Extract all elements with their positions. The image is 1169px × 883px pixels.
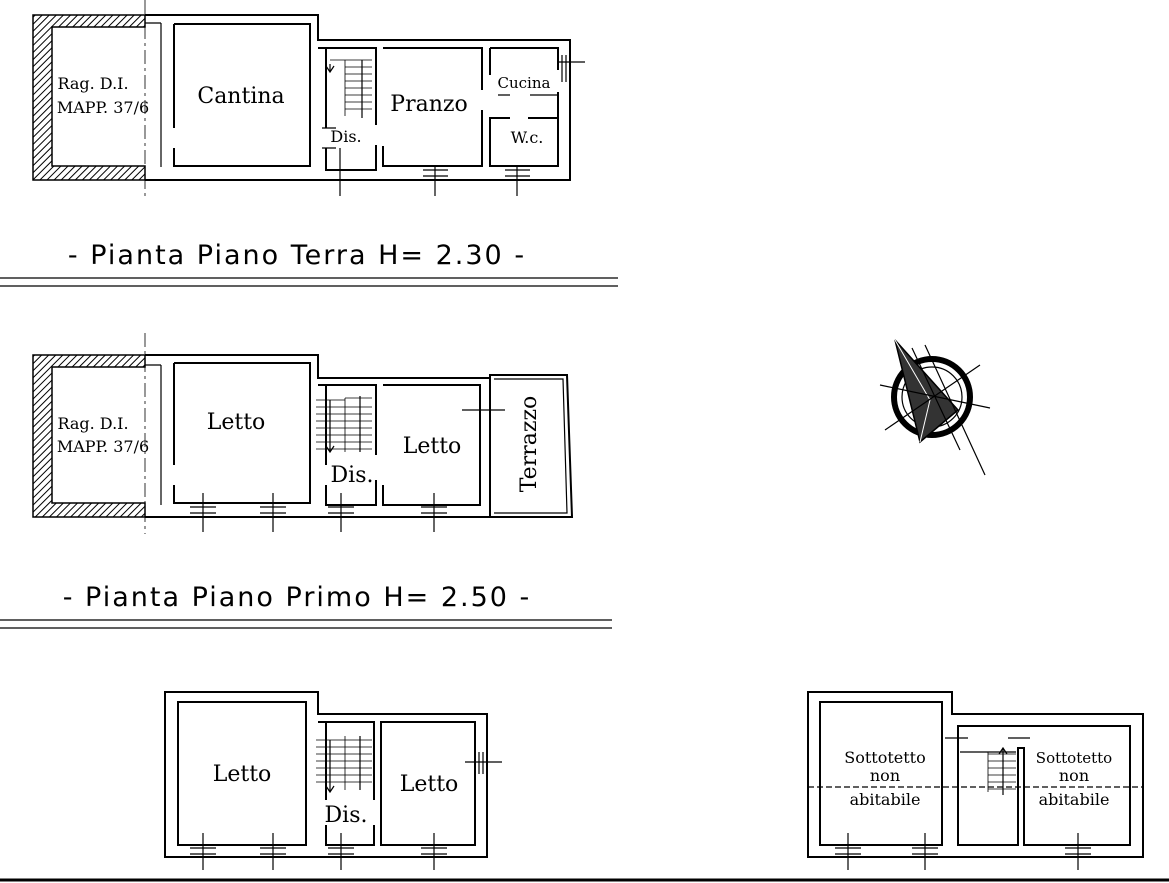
attic-left-label-line3: abitabile [850,790,921,809]
caption-underline [0,277,618,287]
outer-wall [145,14,571,181]
caption-underline [0,619,612,629]
room-label-dis: Dis. [331,463,374,488]
room-label-dis: Dis. [330,127,361,146]
attic-right-label-line3: abitabile [1039,790,1110,809]
rag-label-line1: Rag. D.I. [57,74,128,93]
attic-right-label-line2: non [1059,766,1089,785]
room-label-pranzo: Pranzo [390,92,467,117]
staircase [987,746,1016,795]
ground-floor-plan: Rag. D.I. MAPP. 37/6 Cantina Dis. Pranzo… [0,0,618,287]
north-arrow-compass [879,339,991,476]
room-label-cucina: Cucina [498,74,551,92]
first-floor-plan: Rag. D.I. MAPP. 37/6 Letto Dis. Letto Te… [0,333,612,629]
room-label-terrazzo: Terrazzo [517,396,542,493]
attic-left-label-line1: Sottotetto [844,748,925,767]
room-label-cantina: Cantina [197,84,284,109]
attic-right-label-line1: Sottotetto [1036,749,1112,767]
second-floor-plan: Letto Dis. Letto [164,691,502,870]
first-floor-caption: - Pianta Piano Primo H= 2.50 - [63,582,532,613]
hatched-party-wall [32,354,146,518]
room-label-letto: Letto [207,410,266,435]
room-label-letto: Letto [213,762,272,787]
cantina-walls [173,23,311,167]
ground-floor-caption: - Pianta Piano Terra H= 2.30 - [68,240,526,271]
staircase [316,736,372,794]
staircase [316,396,372,454]
rag-label-line2: MAPP. 37/6 [57,437,149,456]
room-label-dis: Dis. [325,803,368,828]
attic-plan: Sottotetto non abitabile Sottotetto non … [807,691,1144,870]
attic-left-label-line2: non [870,766,900,785]
room-label-wc: W.c. [511,128,544,147]
room-label-letto: Letto [403,434,462,459]
staircase [325,59,372,118]
room-label-letto: Letto [400,772,459,797]
rag-label-line1: Rag. D.I. [57,414,128,433]
rag-label-line2: MAPP. 37/6 [57,98,149,117]
